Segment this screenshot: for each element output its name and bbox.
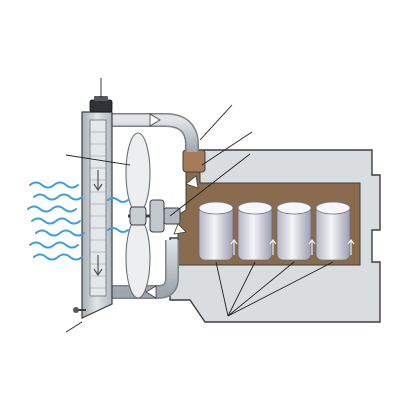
jacket-flow-arrows bbox=[230, 239, 355, 255]
coolant-flow-arrows bbox=[145, 113, 199, 299]
cylinder-4 bbox=[315, 201, 351, 261]
air-wave bbox=[107, 197, 129, 203]
drain-plug bbox=[73, 307, 86, 313]
air-wave bbox=[29, 241, 79, 249]
air-wave bbox=[31, 217, 81, 225]
air-wave bbox=[33, 193, 83, 201]
air-wave bbox=[33, 253, 83, 261]
cylinder-3 bbox=[276, 201, 312, 261]
cylinder-1 bbox=[198, 201, 234, 261]
cooling-fan bbox=[125, 132, 151, 299]
air-wave bbox=[35, 229, 85, 237]
radiator-cap bbox=[89, 96, 113, 113]
air-wave bbox=[29, 181, 79, 189]
radiator bbox=[81, 111, 113, 319]
airflow-waves bbox=[27, 181, 129, 261]
cylinder-2 bbox=[237, 201, 273, 261]
cylinders bbox=[198, 201, 351, 261]
air-wave bbox=[27, 205, 77, 213]
leader-lines bbox=[65, 78, 334, 333]
thermostat bbox=[182, 149, 206, 173]
air-wave bbox=[107, 227, 129, 233]
